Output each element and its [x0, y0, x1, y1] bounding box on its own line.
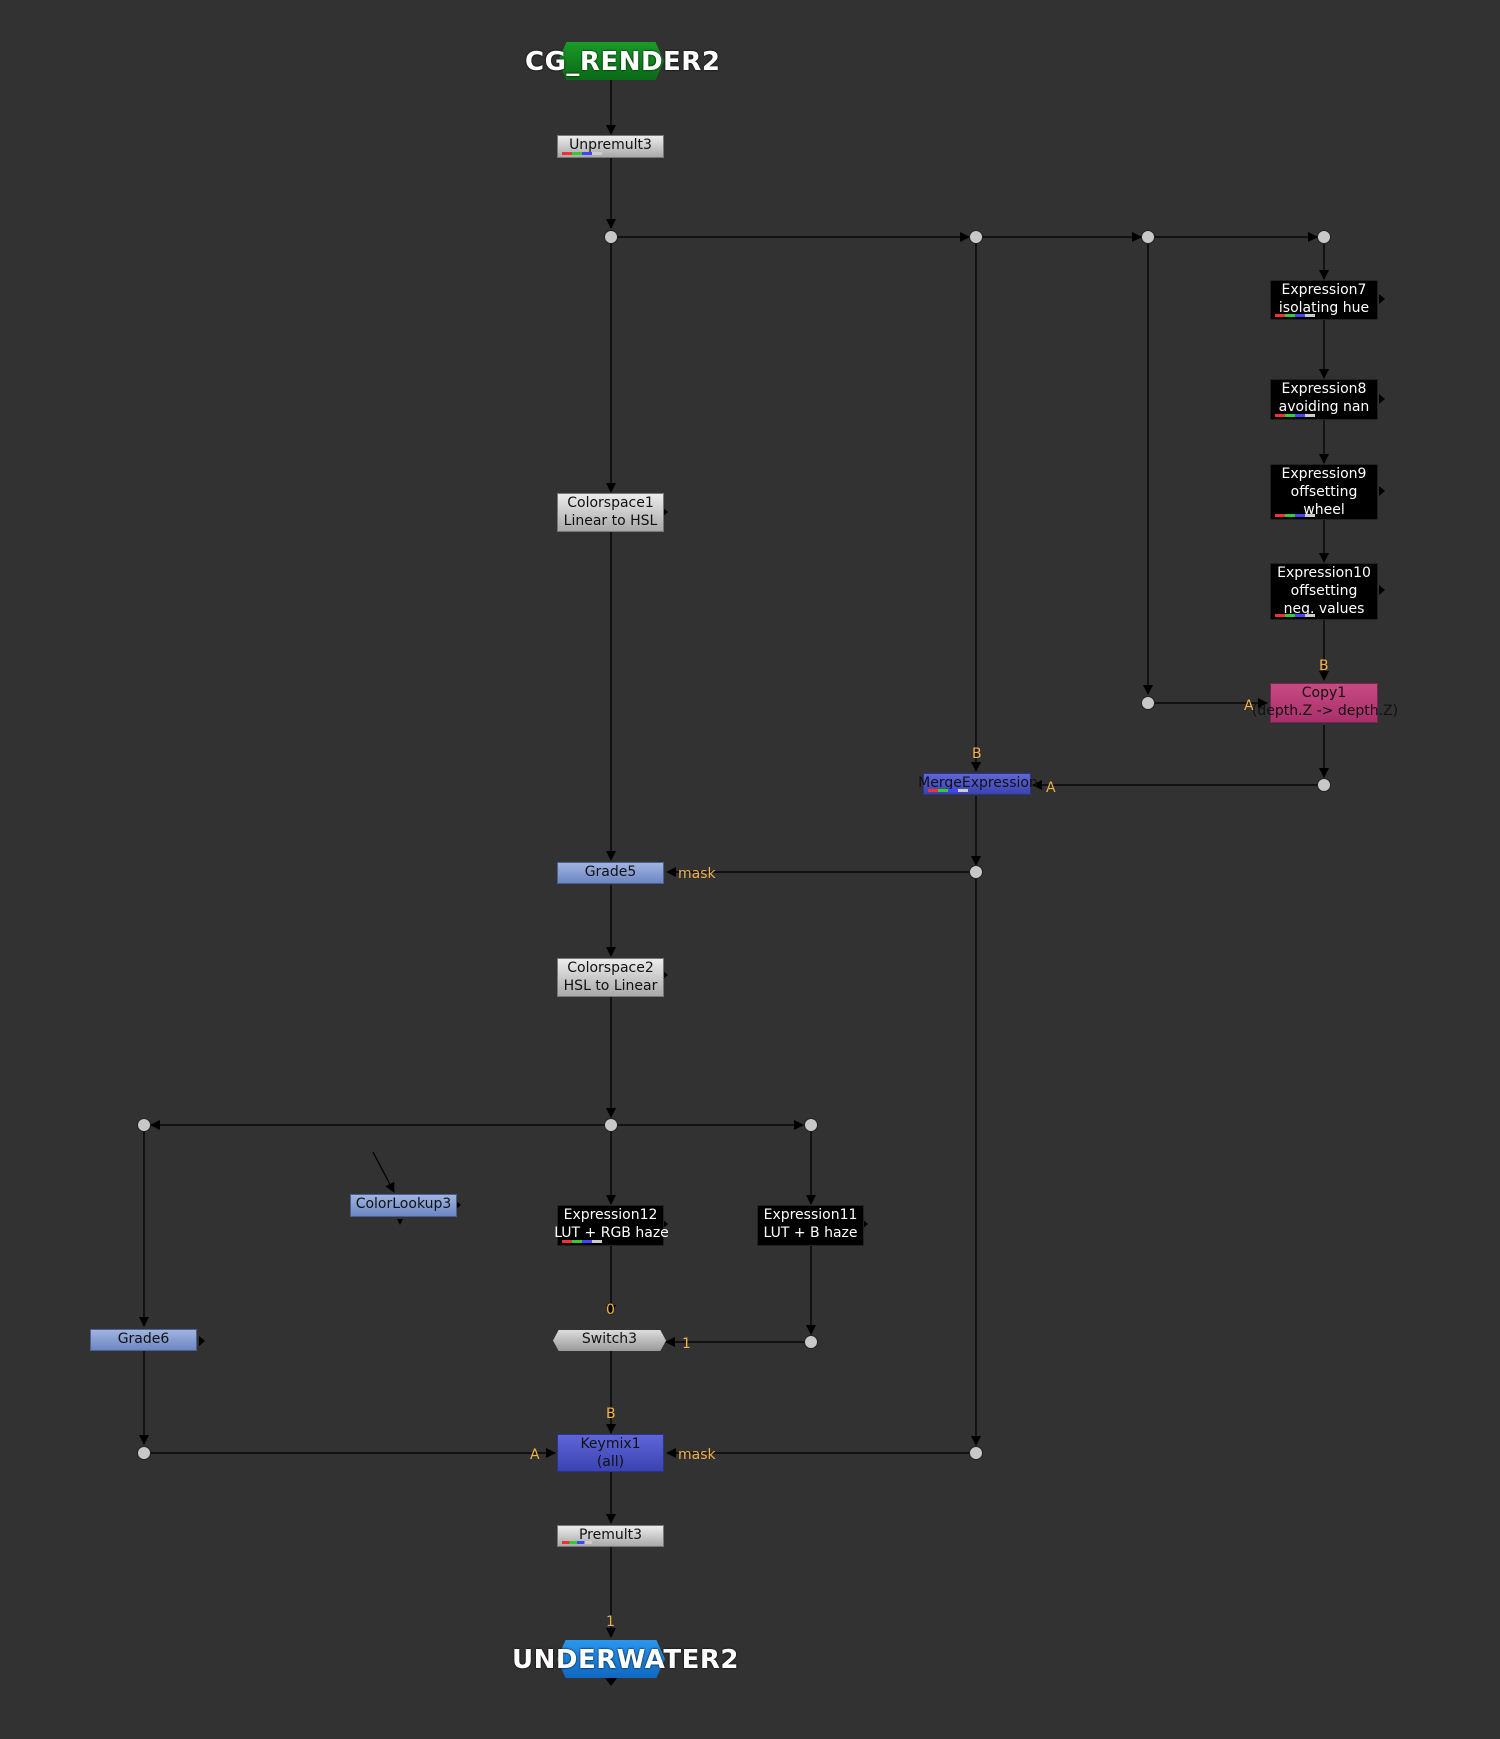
port-label-merge-b: B	[972, 746, 982, 762]
colorspace1-node[interactable]: Colorspace1 Linear to HSL	[557, 493, 664, 532]
node-label: Switch3	[581, 1331, 638, 1347]
port-label-keymix-a: A	[530, 1447, 540, 1463]
port-label-merge-a: A	[1046, 780, 1056, 796]
node-label: Keymix1	[580, 1436, 641, 1452]
node-label: Premult3	[578, 1527, 643, 1543]
node-label: Grade5	[584, 864, 637, 880]
port-label-keymix-mask: mask	[678, 1447, 716, 1463]
node-label: Expression10	[1277, 565, 1371, 581]
dot[interactable]	[604, 230, 618, 244]
dot[interactable]	[1317, 230, 1331, 244]
node-label: Unpremult3	[569, 137, 652, 153]
dot[interactable]	[1317, 778, 1331, 792]
node-label: Grade6	[117, 1331, 170, 1347]
unpremult-node[interactable]: Unpremult3	[557, 135, 664, 158]
keymix1-node[interactable]: Keymix1 (all)	[557, 1434, 664, 1472]
node-label: Expression8	[1281, 381, 1367, 397]
port-label-switch-1: 1	[682, 1336, 691, 1352]
grade5-node[interactable]: Grade5	[557, 862, 664, 884]
node-label: Copy1	[1301, 685, 1347, 701]
switch3-node[interactable]: Switch3	[553, 1330, 666, 1351]
node-label: ColorLookup3	[355, 1196, 452, 1212]
expression9-node[interactable]: Expression9 offsetting wheel	[1270, 464, 1378, 520]
write-node[interactable]	[557, 1640, 665, 1678]
output-arrow-icon	[605, 1678, 617, 1686]
expression12-node[interactable]: Expression12 LUT + RGB haze	[554, 1205, 669, 1246]
dot[interactable]	[1141, 696, 1155, 710]
port-label-write-1: 1	[606, 1614, 615, 1630]
port-label-copy-a: A	[1244, 698, 1254, 714]
expression8-node[interactable]: Expression8 avoiding nan	[1270, 379, 1378, 420]
node-label: Expression12	[563, 1207, 658, 1223]
dot[interactable]	[804, 1118, 818, 1132]
node-label: Colorspace1	[567, 495, 654, 511]
node-sublabel: Linear to HSL	[563, 513, 658, 529]
mergeexpression-node[interactable]: MergeExpression	[918, 773, 1038, 795]
copy1-node[interactable]: Copy1 (depth.Z -> depth.Z)	[1252, 683, 1398, 723]
node-sublabel: isolating hue	[1278, 300, 1370, 316]
colorlookup3-node[interactable]: ColorLookup3	[350, 1194, 457, 1217]
dot[interactable]	[137, 1446, 151, 1460]
colorspace2-node[interactable]: Colorspace2 HSL to Linear	[557, 958, 664, 997]
node-sublabel: (all)	[596, 1454, 625, 1470]
node-label: MergeExpression	[918, 775, 1038, 791]
node-label: Expression9	[1281, 466, 1367, 482]
port-label-keymix-b: B	[606, 1406, 616, 1422]
dot[interactable]	[969, 865, 983, 879]
dot[interactable]	[804, 1335, 818, 1349]
write-node-title: UNDERWATER2	[512, 1645, 739, 1675]
expression7-node[interactable]: Expression7 isolating hue	[1270, 280, 1378, 320]
wire	[372, 1151, 395, 1193]
node-label: Expression11	[763, 1207, 858, 1223]
grade6-node[interactable]: Grade6	[90, 1329, 197, 1351]
node-sublabel: HSL to Linear	[563, 978, 658, 994]
node-sublabel: (depth.Z -> depth.Z)	[1251, 703, 1399, 719]
node-label: Expression7	[1281, 282, 1367, 298]
dot[interactable]	[969, 230, 983, 244]
dot[interactable]	[137, 1118, 151, 1132]
read-node-title: CG_RENDER2	[525, 47, 721, 77]
node-label: Colorspace2	[567, 960, 654, 976]
node-sublabel: avoiding nan	[1278, 399, 1370, 415]
node-sublabel: LUT + RGB haze	[554, 1225, 669, 1241]
node-sublabel: LUT + B haze	[763, 1225, 858, 1241]
node-sublabel: neg. values	[1283, 601, 1365, 617]
premult3-node[interactable]: Premult3	[557, 1525, 664, 1547]
port-label-grade5-mask: mask	[678, 866, 716, 882]
node-sublabel: offsetting	[1290, 583, 1358, 599]
dot[interactable]	[969, 1446, 983, 1460]
expression10-node[interactable]: Expression10 offsetting neg. values	[1270, 563, 1378, 620]
node-sublabel: offsetting	[1290, 484, 1358, 500]
dot[interactable]	[604, 1118, 618, 1132]
read-node[interactable]	[558, 42, 664, 80]
dot[interactable]	[1141, 230, 1155, 244]
port-label-copy-b: B	[1319, 658, 1329, 674]
port-label-switch-0: 0	[606, 1302, 615, 1318]
expression11-node[interactable]: Expression11 LUT + B haze	[757, 1205, 864, 1246]
